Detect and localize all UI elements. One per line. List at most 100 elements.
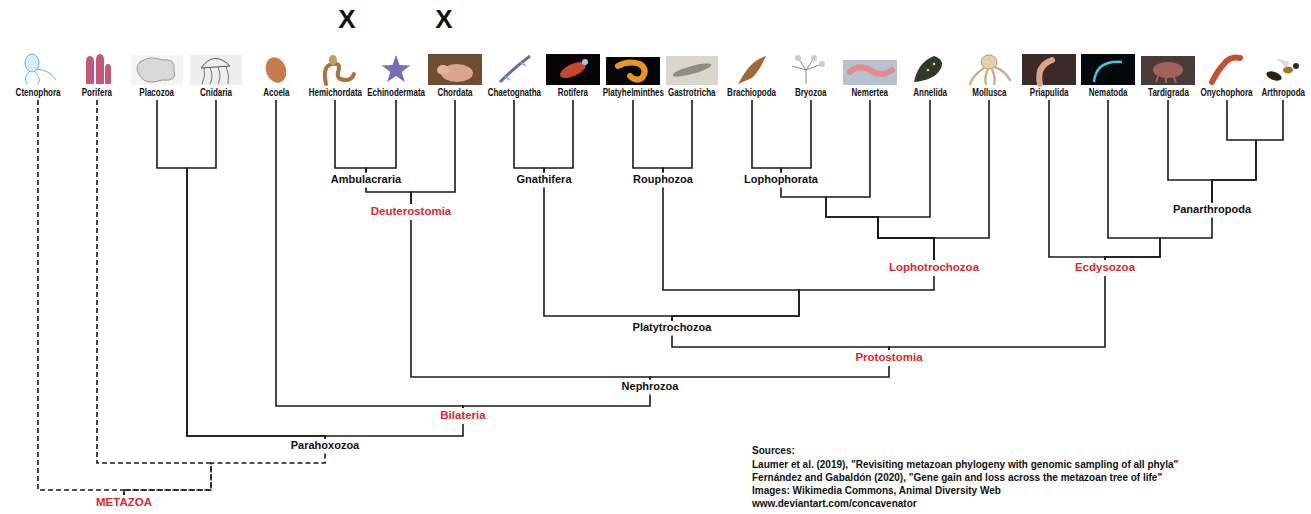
tree-branch (325, 424, 463, 439)
node-text: METAZOA (96, 496, 152, 510)
tree-branch (1105, 100, 1160, 260)
clade-label: Nephrozoa (620, 379, 681, 394)
taxon-label: Ctenophora (14, 86, 63, 100)
taxon-label: Cnidaria (198, 86, 234, 100)
node-text: Gnathifera (516, 173, 571, 186)
clade-label: Bilateria (438, 408, 487, 424)
tree-branch (1168, 100, 1212, 202)
node-text: Nemertea (852, 87, 888, 99)
clade-label: Lophophorata (742, 172, 820, 187)
node-text: Platytrochozoa (633, 321, 712, 334)
node-text: Chaetognatha (487, 87, 540, 99)
taxon-label: Brachiopoda (726, 86, 779, 100)
taxon-label: Placozoa (138, 86, 177, 100)
octopus-figure (970, 55, 1010, 84)
node-text: Bryozoa (795, 87, 827, 99)
node-text: Gastrotricha (668, 87, 716, 99)
taxon-label: Annelida (911, 86, 949, 100)
source-note: www.deviantart.com/concavenator (752, 498, 917, 510)
node-text: Acoela (263, 87, 289, 99)
node-text: Cnidaria (200, 87, 232, 99)
tree-branch (672, 276, 934, 321)
tree-branch (544, 188, 672, 321)
sponge-figure (86, 54, 111, 84)
taxon-label: Chaetognatha (485, 86, 542, 100)
tree-branch (1212, 100, 1256, 202)
nematode-figure (1081, 54, 1135, 85)
tree-branch (672, 336, 889, 351)
ctenophore-figure (25, 54, 56, 84)
node-text: Parahoxozoa (291, 439, 359, 452)
taxon-label: Bryozoa (793, 86, 829, 100)
node-text: Ctenophora (16, 87, 61, 99)
acoel-figure (262, 54, 290, 85)
tree-branch (934, 100, 989, 260)
arrow-worm-figure (500, 56, 530, 82)
tree-branch (366, 188, 411, 205)
tardigrade-figure (1141, 56, 1195, 85)
source-note: Images: Wikimedia Commons, Animal Divers… (752, 485, 1001, 497)
node-text: Protostomia (855, 351, 922, 365)
node-text: Onychophora (1201, 87, 1253, 99)
clade-label: Panarthropoda (1171, 202, 1253, 217)
node-text: Echinodermata (367, 87, 425, 99)
node-text: Annelida (913, 87, 947, 99)
node-text: Hemichordata (308, 87, 361, 99)
taxon-label: Acoela (261, 86, 291, 100)
velvet-worm-figure (1212, 58, 1240, 82)
wasp-figure (1265, 58, 1299, 82)
tree-branch (124, 454, 325, 496)
node-text: Panarthropoda (1173, 203, 1251, 216)
taxon-label: Onychophora (1199, 86, 1255, 100)
node-text: Brachiopoda (728, 87, 777, 99)
tree-branch (1049, 100, 1105, 260)
clade-label: Ambulacraria (329, 172, 403, 187)
node-text: Nematoda (1089, 87, 1128, 99)
taxon-label: Hemichordata (306, 86, 363, 100)
tree-branch (663, 100, 692, 172)
taxon-label: Echinodermata (365, 86, 427, 100)
taxon-label: Tardigrada (1146, 86, 1191, 100)
jellyfish-figure (190, 55, 242, 85)
clade-label: Parahoxozoa (289, 438, 361, 453)
node-text: Chordata (437, 87, 472, 99)
tree-branch (826, 100, 934, 260)
node-text: Tardigrada (1148, 87, 1189, 99)
tree-branch (157, 100, 325, 438)
placozoan-figure (131, 55, 183, 85)
node-text: Priapulida (1030, 87, 1069, 99)
starfish-figure (382, 55, 411, 82)
clade-label: Lophotrochozoa (887, 260, 981, 276)
node-text: Bilateria (440, 409, 485, 423)
tree-branch (38, 100, 124, 495)
clade-label: Deuterostomia (369, 204, 454, 220)
tree-branch (1105, 218, 1212, 261)
source-note: Laumer et al. (2019), "Revisiting metazo… (752, 459, 1178, 471)
node-text: Deuterostomia (371, 205, 452, 219)
node-text: Platyhelminthes (602, 87, 663, 99)
gastrotrich-figure (666, 56, 718, 85)
tree-branch (1212, 100, 1283, 202)
taxon-label: Arthropoda (1259, 86, 1307, 100)
ribbon-worm-figure (843, 60, 897, 85)
tree-branch (878, 100, 934, 260)
node-text: Placozoa (140, 87, 175, 99)
annelid-figure (914, 56, 942, 82)
priapulid-figure (1022, 54, 1076, 85)
taxon-label: Nemertea (850, 86, 890, 100)
tree-branch (411, 220, 650, 380)
tree-branch (366, 100, 396, 172)
tree-branch (514, 100, 544, 172)
tree-branch (544, 100, 573, 172)
source-note: Fernández and Gabaldón (2020), "Gene gai… (752, 472, 1162, 484)
taxon-label: Chordata (435, 86, 474, 100)
mole-rat-figure (428, 54, 482, 85)
tree-branch (663, 188, 799, 321)
tree-branch (752, 100, 781, 172)
clade-label: Rouphozoa (631, 172, 695, 187)
node-text: Nephrozoa (622, 380, 679, 393)
node-text: Ecdysozoa (1075, 261, 1135, 275)
node-text: Ambulacraria (331, 173, 401, 186)
clade-label: Protostomia (853, 350, 924, 366)
